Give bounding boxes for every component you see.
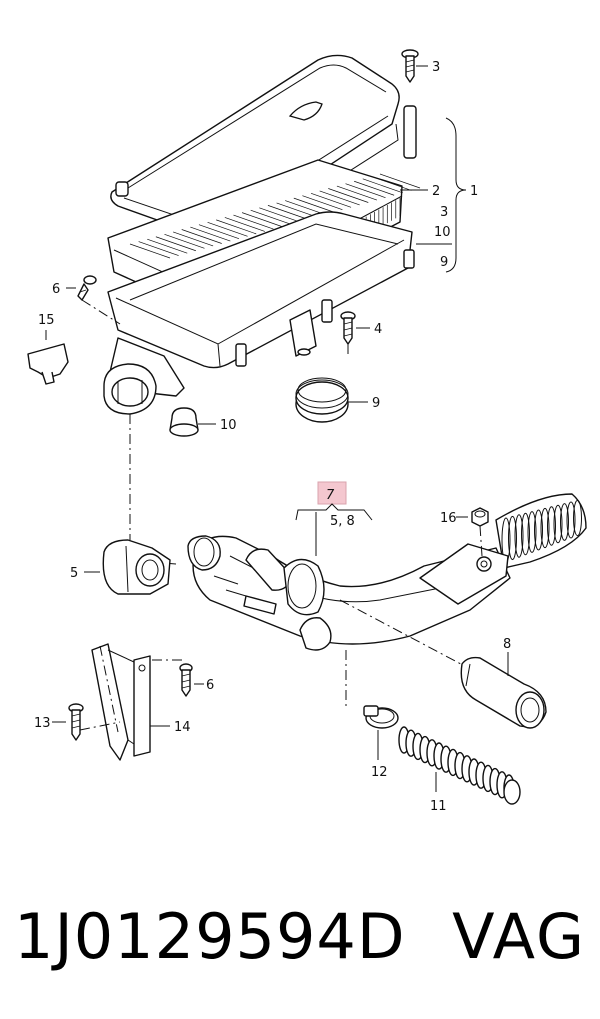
hose-clamp-12 bbox=[363, 705, 399, 729]
exploded-parts-diagram: 3 2 1 3 10 9 bbox=[27, 49, 587, 814]
callout-13: 13 bbox=[34, 716, 51, 731]
adapter-5 bbox=[102, 539, 171, 595]
nut-16 bbox=[471, 507, 489, 527]
callout-7: 7 bbox=[326, 488, 335, 503]
grommet-10 bbox=[169, 407, 199, 437]
screw-6-top bbox=[77, 275, 97, 301]
callout-14: 14 bbox=[174, 720, 191, 735]
callout-3-mid: 3 bbox=[440, 205, 448, 220]
callout-6-bottom: 6 bbox=[206, 678, 214, 693]
seal-ring-9 bbox=[295, 377, 349, 423]
screw-3-top bbox=[401, 49, 419, 83]
corrugated-hose-11 bbox=[398, 726, 521, 805]
footer-bar: 1J0129594D VAG bbox=[0, 882, 600, 992]
screw-6-bottom bbox=[179, 663, 193, 697]
intake-hose bbox=[187, 493, 587, 651]
callout-11: 11 bbox=[430, 799, 447, 814]
callout-10-right: 10 bbox=[434, 225, 451, 240]
callout-5-8: 5, 8 bbox=[330, 514, 355, 529]
callout-10-grommet: 10 bbox=[220, 418, 237, 433]
callout-9-right: 9 bbox=[440, 255, 448, 270]
mount-bracket-15 bbox=[27, 343, 69, 385]
callout-2: 2 bbox=[432, 184, 440, 199]
callout-16: 16 bbox=[440, 511, 457, 526]
callout-6-top: 6 bbox=[52, 282, 60, 297]
part-number: 1J0129594D bbox=[14, 900, 406, 973]
brand-label: VAG bbox=[452, 900, 586, 973]
callout-12: 12 bbox=[371, 765, 388, 780]
callout-4: 4 bbox=[374, 322, 382, 337]
adapter-8 bbox=[460, 656, 547, 729]
air-filter-lower-housing bbox=[103, 211, 415, 415]
callout-3-top: 3 bbox=[432, 60, 440, 75]
callout-8: 8 bbox=[503, 637, 511, 652]
screw-13 bbox=[68, 703, 84, 741]
callout-9-seal: 9 bbox=[372, 396, 380, 411]
screw-4 bbox=[340, 311, 356, 345]
callout-15: 15 bbox=[38, 313, 55, 328]
callout-5: 5 bbox=[70, 566, 78, 581]
support-bracket-14 bbox=[91, 643, 151, 761]
callout-1: 1 bbox=[470, 184, 478, 199]
